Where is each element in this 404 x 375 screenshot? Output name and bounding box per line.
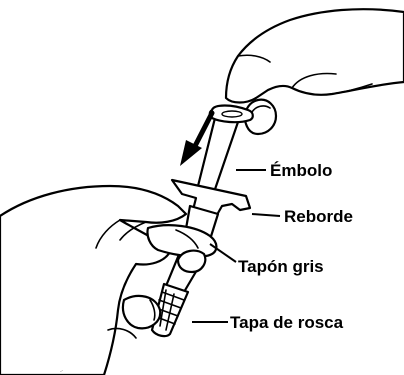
flange-leader [252, 214, 280, 216]
grey-stopper-label: Tapón gris [238, 257, 324, 276]
flange-label: Reborde [284, 207, 353, 226]
screw-cap-label: Tapa de rosca [230, 313, 344, 332]
plunger-label: Émbolo [270, 161, 332, 180]
